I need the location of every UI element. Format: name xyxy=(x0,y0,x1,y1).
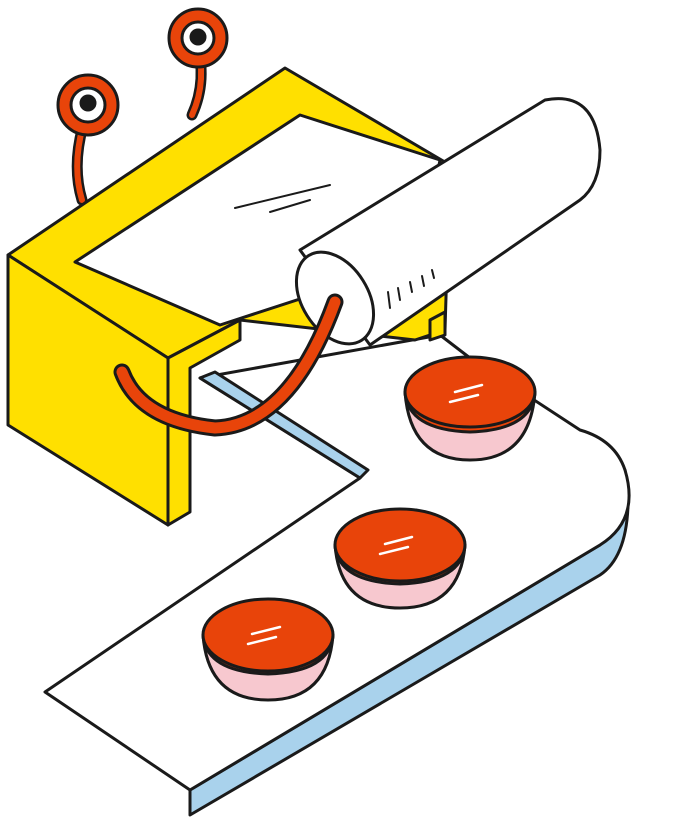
glass-glint xyxy=(234,184,331,213)
eye-right xyxy=(167,7,229,69)
roller-cylinder xyxy=(298,97,602,347)
bowl-bottom xyxy=(201,597,335,702)
eye-left xyxy=(56,73,120,137)
bowl-top xyxy=(403,355,537,462)
roller-marks xyxy=(387,269,435,309)
machine-side-face xyxy=(166,318,242,527)
bowl-middle xyxy=(333,507,467,610)
conveyor-belt-groove xyxy=(198,370,370,480)
tube xyxy=(116,296,341,434)
machine-right-leg xyxy=(428,310,447,342)
